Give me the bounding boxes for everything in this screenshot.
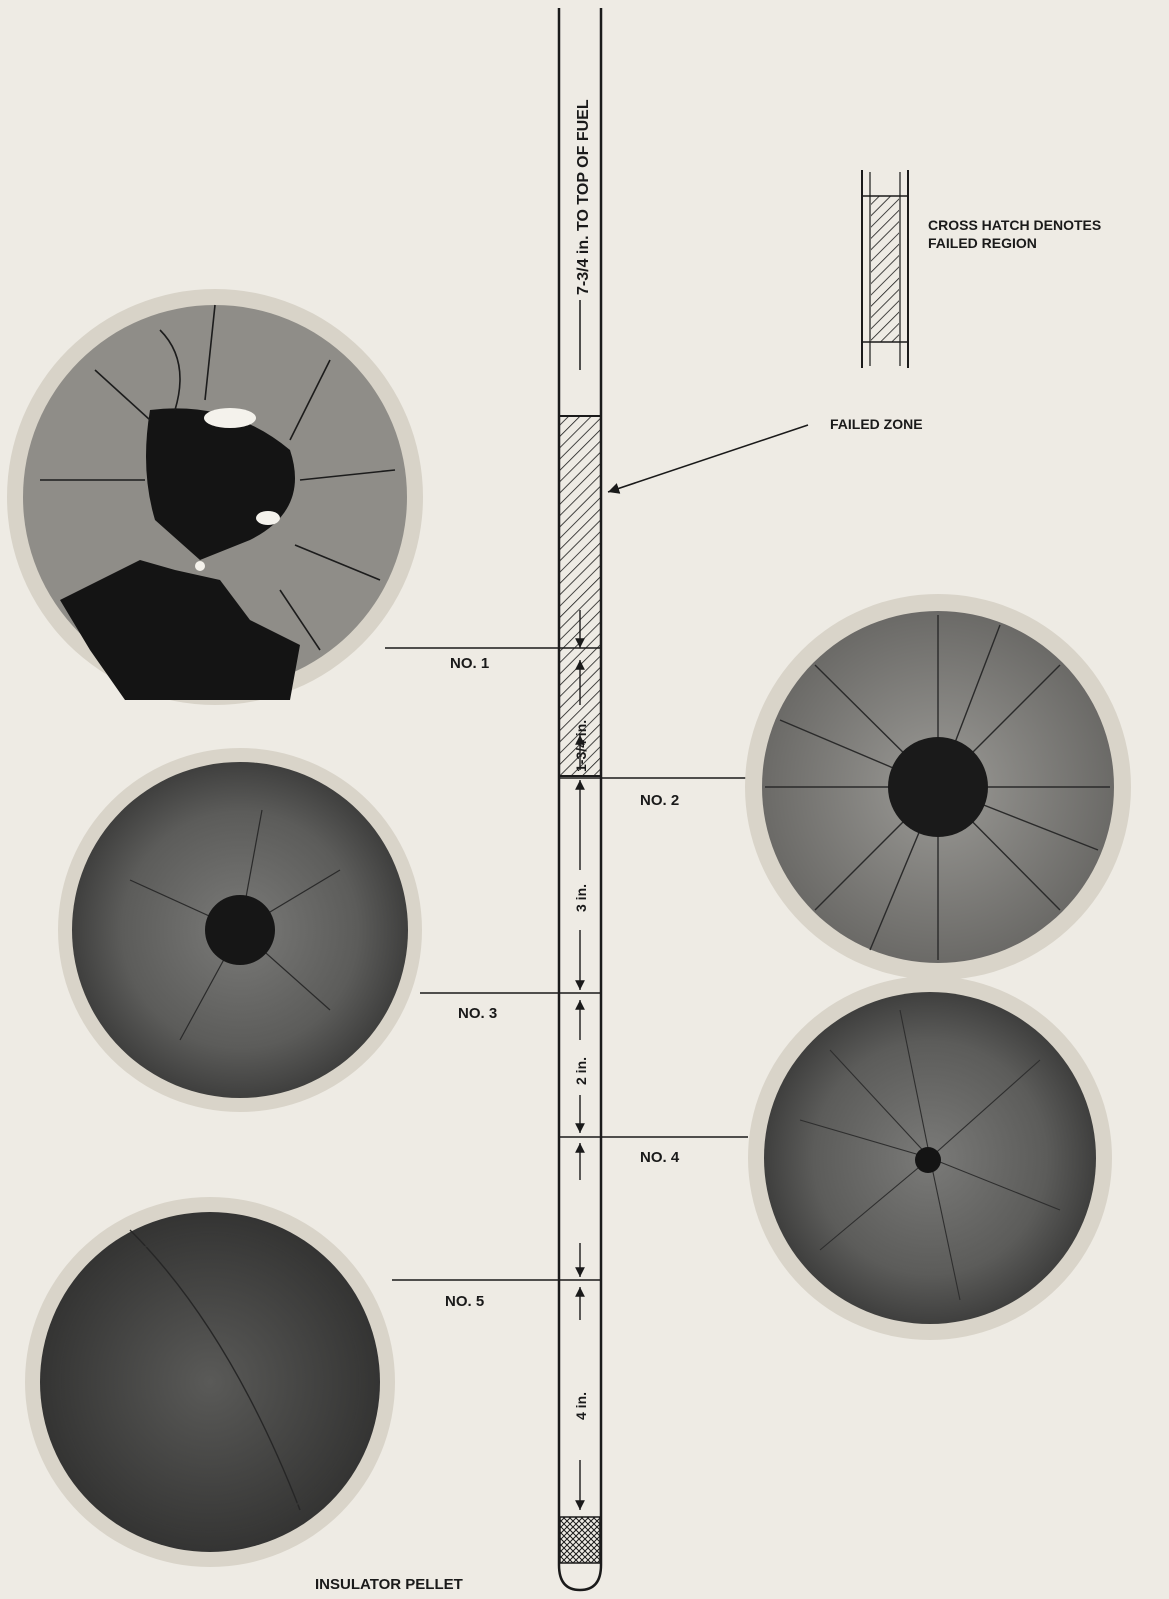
legend-key	[862, 170, 908, 368]
dimension-label-3: 2 in.	[573, 1057, 589, 1085]
section-label-4: NO. 4	[640, 1149, 680, 1166]
cross-section-4	[748, 976, 1112, 1340]
dimension-label-2: 3 in.	[573, 884, 589, 912]
failed-zone-pointer	[608, 425, 808, 492]
cross-section-3	[58, 748, 422, 1112]
legend-line-1: CROSS HATCH DENOTES	[928, 217, 1101, 233]
failed-zone-label: FAILED ZONE	[830, 416, 923, 432]
section-label-2: NO. 2	[640, 792, 679, 809]
top-dimension-label: 7-3/4 in. TO TOP OF FUEL	[575, 99, 592, 295]
cross-section-5	[25, 1197, 395, 1567]
dimension-label-1: 1-3/4 in.	[573, 720, 589, 772]
insulator-pellet-hatch	[560, 1517, 600, 1563]
section-label-5: NO. 5	[445, 1293, 484, 1310]
cross-section-1	[7, 289, 423, 705]
cross-section-2	[745, 594, 1131, 980]
insulator-label: INSULATOR PELLET	[315, 1576, 463, 1593]
section-label-3: NO. 3	[458, 1005, 497, 1022]
section-label-1: NO. 1	[450, 655, 489, 672]
dimension-label-4: 4 in.	[573, 1392, 589, 1420]
legend-line-2: FAILED REGION	[928, 235, 1037, 251]
